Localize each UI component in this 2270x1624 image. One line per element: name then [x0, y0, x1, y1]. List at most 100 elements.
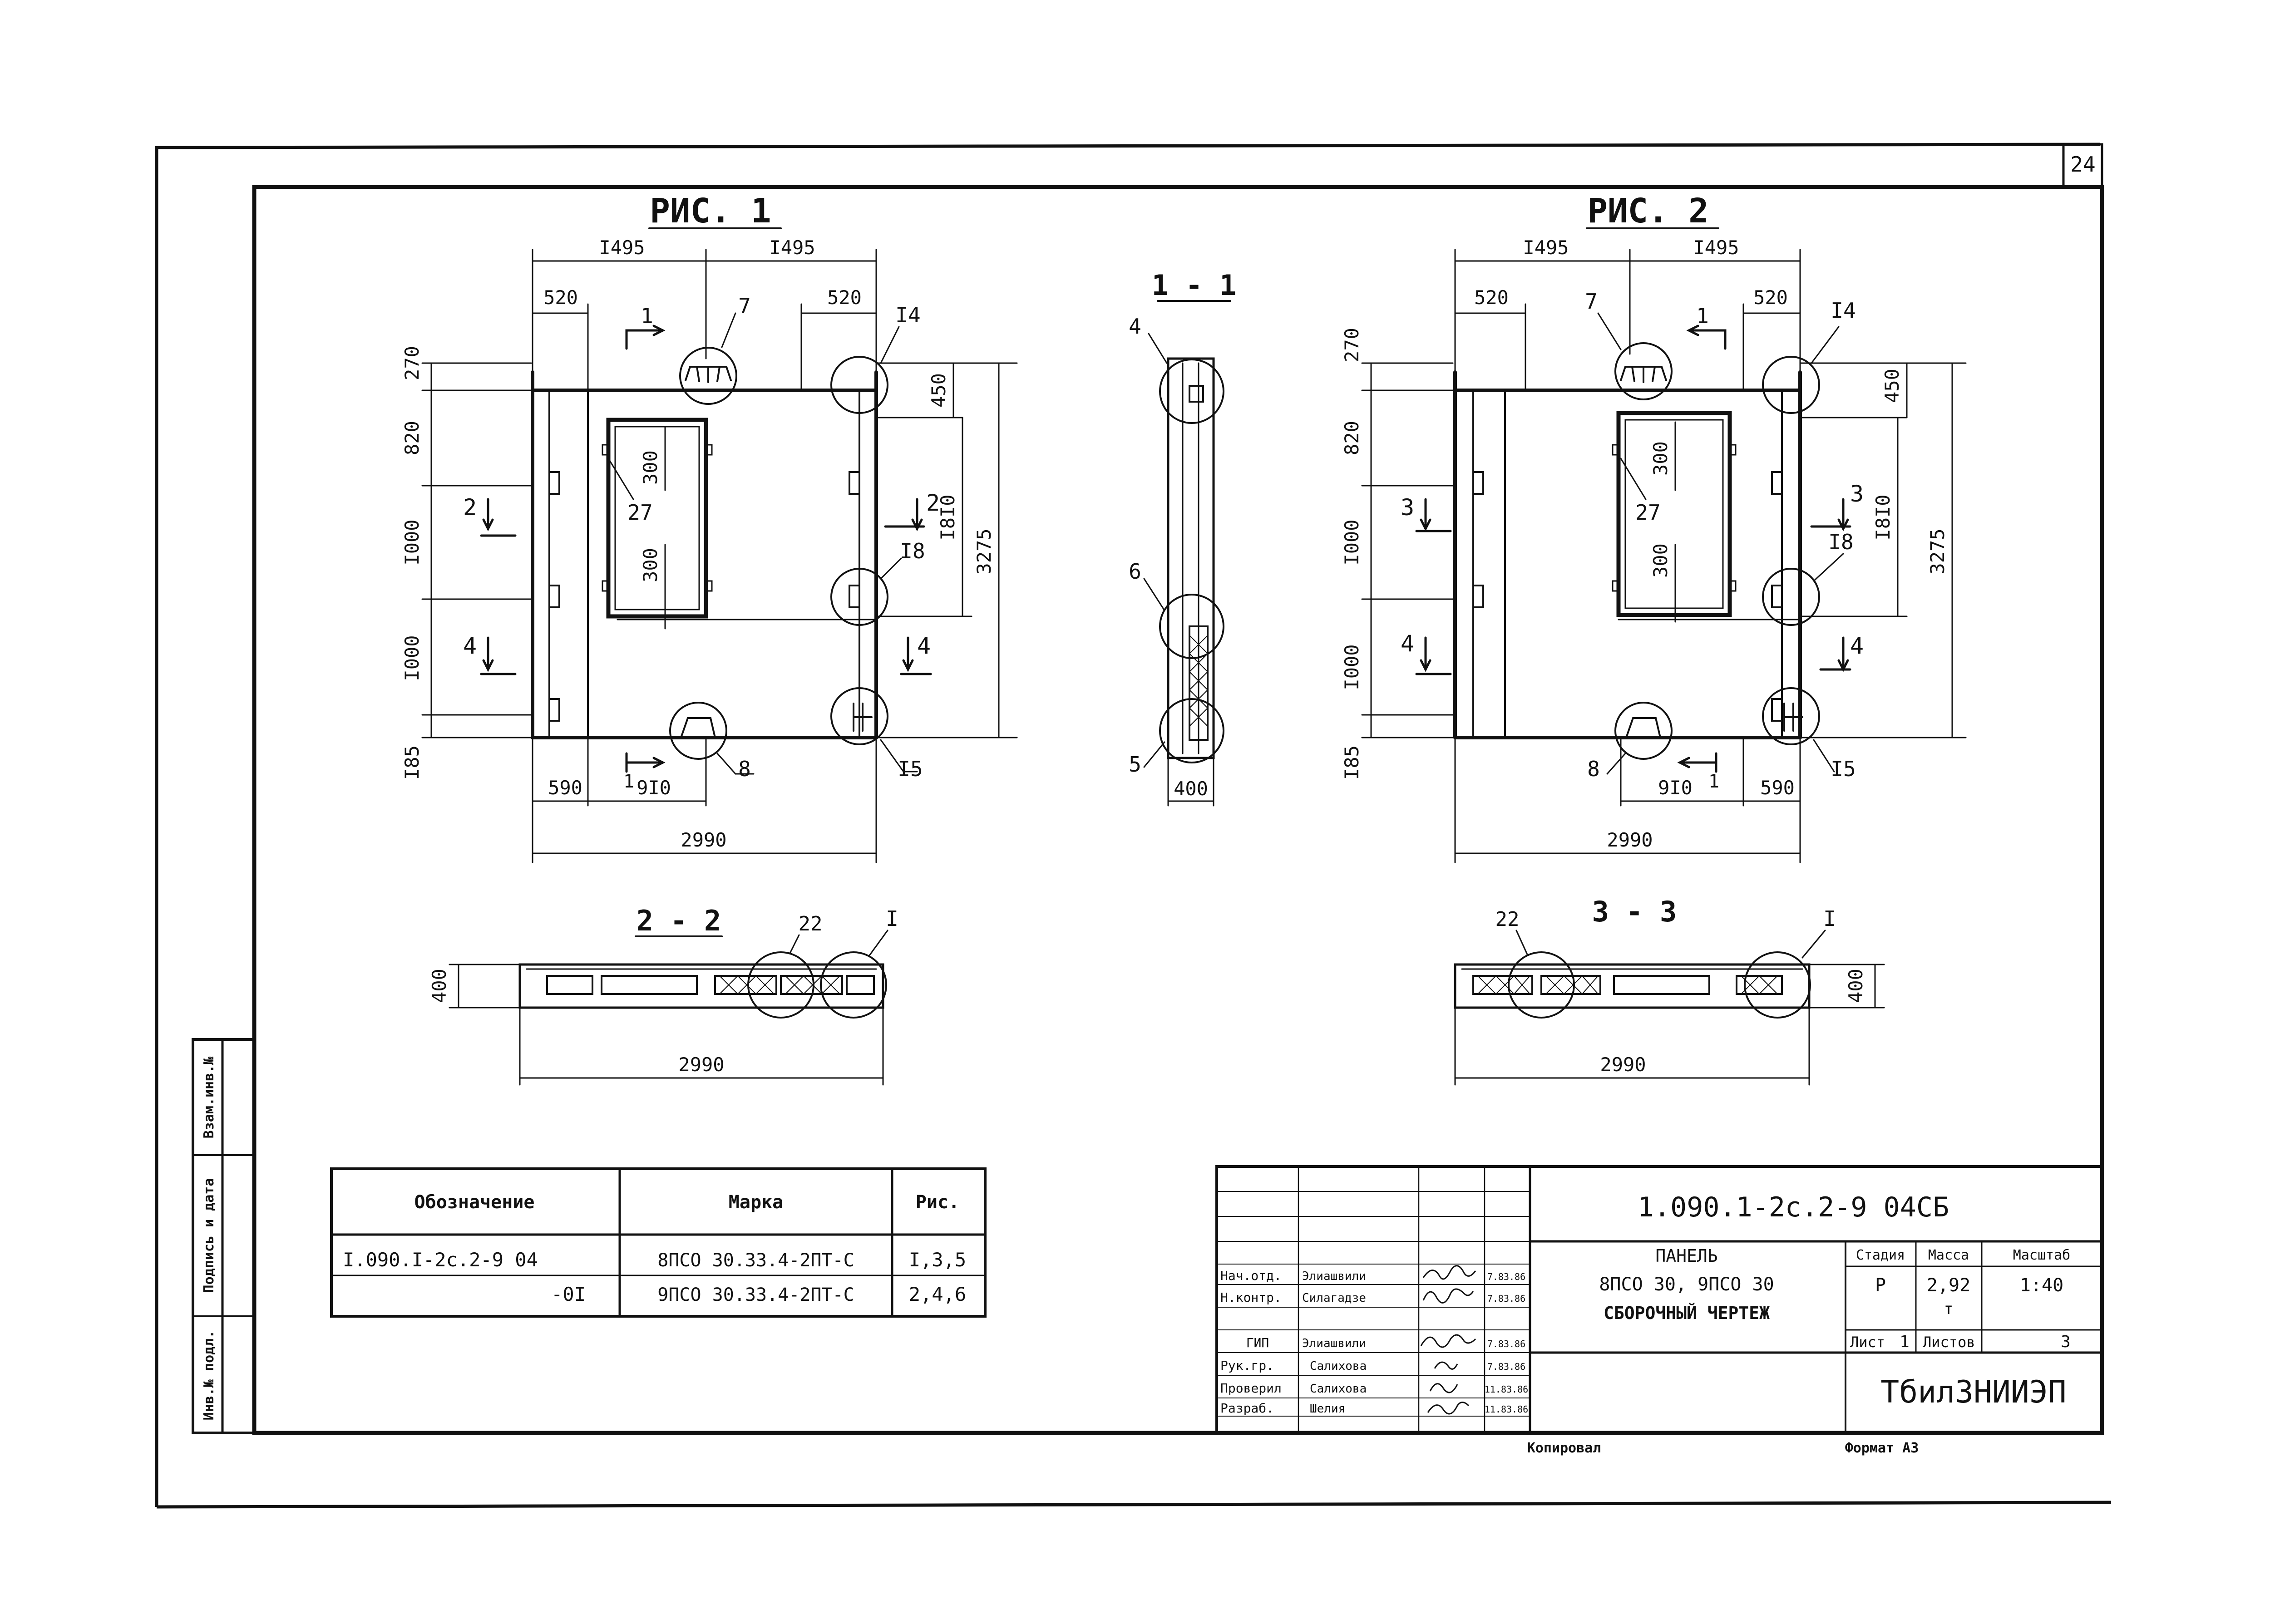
sig-date-2: 7.83.86 [1487, 1293, 1525, 1304]
scale-header: Масштаб [2013, 1247, 2070, 1263]
sig-name-4: Салихова [1310, 1359, 1367, 1373]
section-2-2-dim-400: 400 [428, 969, 450, 1003]
side-stamp-label-inv: Инв.№ подл. [201, 1330, 217, 1421]
title-line-3: СБОРОЧНЫЙ ЧЕРТЕЖ [1604, 1303, 1770, 1323]
fig2-dim-2990: 2990 [1607, 829, 1653, 851]
fig2-cut-3-right: 3 [1850, 481, 1864, 507]
fig2-dim-1810: I8I0 [1872, 494, 1894, 540]
section-2-2-title: 2 - 2 [637, 904, 721, 937]
section-1-1-dim-400: 400 [1174, 778, 1208, 800]
fig1-mark-8: 8 [738, 757, 751, 781]
fig1-mark-27: 27 [627, 500, 652, 525]
spec-row2-designation: -0I [551, 1283, 586, 1305]
spec-header-designation: Обозначение [415, 1192, 535, 1213]
sheet-value: 1 [1900, 1333, 1910, 1351]
fig1-dim-2990: 2990 [681, 829, 726, 851]
sig-date-3: 7.83.86 [1487, 1339, 1525, 1349]
fig2-dim-300-b: 300 [1649, 543, 1672, 578]
scale-value: 1:40 [2020, 1275, 2063, 1296]
organization-name: ТбилЗНИИЭП [1880, 1374, 2066, 1410]
spec-header-mark: Марка [729, 1192, 783, 1213]
section-3-3-mark-1: I [1823, 906, 1836, 931]
sig-name-1: Элиашвили [1302, 1270, 1366, 1283]
format-label: Формат А3 [1845, 1440, 1919, 1456]
fig2-mark-7: 7 [1585, 289, 1598, 314]
section-2-2-mark-1: I [886, 906, 898, 931]
sig-role-4: Рук.гр. [1220, 1358, 1274, 1373]
stage-value: Р [1875, 1275, 1886, 1296]
fig2-dimension-lines [1361, 249, 1967, 863]
fig1-cut-markers [480, 312, 932, 775]
sheets-label: Листов [1923, 1334, 1975, 1351]
fig2-mark-27: 27 [1635, 500, 1660, 525]
section-2-2: 2 - 2 22 I 400 2990 [428, 904, 898, 1086]
mass-unit: т [1944, 1300, 1953, 1318]
fig1-dim-top-right: I495 [769, 236, 815, 259]
fig1-dim-1810: I8I0 [937, 494, 959, 540]
title-block: 1.090.1-2с.2-9 04СБ ПАНЕЛЬ 8ПСО 30, 9ПСО… [1215, 1165, 2103, 1434]
spec-row1-designation: I.090.I-2с.2-9 04 [343, 1249, 538, 1271]
sheet-number: 24 [2070, 152, 2095, 177]
fig1-dim-300-b: 300 [639, 548, 661, 582]
fig1-cut-1-top: 1 [641, 304, 653, 328]
spec-row2-mark: 9ПСО 30.33.4-2ПТ-С [657, 1284, 854, 1305]
fig1-cut-2-right: 2 [926, 490, 940, 516]
sig-role-3: ГИП [1246, 1335, 1269, 1350]
fig1-dim-1000-b: I000 [401, 635, 423, 681]
sig-date-4: 7.83.86 [1487, 1361, 1525, 1372]
fig1-dim-270: 270 [401, 346, 423, 380]
fig2-cut-4-left: 4 [1401, 630, 1414, 657]
spec-row2-fig: 2,4,6 [909, 1283, 966, 1305]
fig1-dim-520-right: 520 [827, 286, 862, 309]
sig-role-5: Проверил [1220, 1381, 1282, 1396]
sig-name-6: Шелия [1310, 1402, 1345, 1416]
side-stamp-label-sign: Подпись и дата [201, 1178, 217, 1293]
fig2-dim-270: 270 [1341, 328, 1363, 362]
fig2-dim-top-right: I495 [1693, 236, 1739, 259]
fig2-mark-18: I8 [1828, 530, 1853, 554]
fig1-callout-circles [669, 347, 888, 760]
sig-date-1: 7.83.86 [1487, 1271, 1525, 1282]
section-2-2-dim-2990: 2990 [678, 1053, 724, 1076]
fig1-dim-1000-a: I000 [401, 519, 423, 565]
fig2-dim-450: 450 [1881, 369, 1903, 403]
fig2-dim-185: I85 [1341, 745, 1363, 780]
side-stamp: Инв.№ подл. Подпись и дата Взам.инв.№ [192, 1038, 256, 1434]
fig1-dim-185: I85 [401, 745, 423, 780]
figure-1: РИС. 1 [401, 192, 1018, 863]
side-stamp-label-replace: Взам.инв.№ [201, 1056, 217, 1139]
fig2-callout-circles [1614, 342, 1820, 760]
fig1-panel-outline [531, 370, 878, 739]
fig1-cut-4-right: 4 [917, 633, 931, 659]
fig2-cut-1-top: 1 [1696, 304, 1709, 328]
doc-code: 1.090.1-2с.2-9 04СБ [1638, 1191, 1949, 1223]
sig-name-3: Элиашвили [1302, 1337, 1366, 1350]
fig2-mark-8: 8 [1587, 757, 1600, 781]
sig-role-6: Разраб. [1220, 1401, 1274, 1416]
fig2-title: РИС. 2 [1587, 192, 1708, 231]
title-line-2: 8ПСО 30, 9ПСО 30 [1599, 1274, 1774, 1295]
fig1-mark-18: I8 [900, 539, 925, 563]
fig2-dim-1000-b: I000 [1341, 644, 1363, 690]
sig-role-2: Н.контр. [1220, 1290, 1282, 1305]
sig-name-5: Салихова [1310, 1382, 1367, 1396]
sig-name-2: Силагадзе [1302, 1291, 1366, 1305]
fig1-mark-14: I4 [895, 303, 920, 327]
section-3-3-dim-2990: 2990 [1600, 1053, 1646, 1076]
fig2-dim-820: 820 [1341, 421, 1363, 455]
stage-header: Стадия [1856, 1247, 1905, 1263]
fig1-dim-910: 9I0 [637, 777, 671, 799]
spec-header-fig: Рис. [916, 1192, 959, 1213]
fig1-dim-820: 820 [401, 421, 423, 455]
fig2-dim-590: 590 [1760, 777, 1795, 799]
fig2-cut-3-left: 3 [1401, 494, 1414, 521]
figure-2: РИС. 2 [1341, 192, 1967, 863]
sheets-value: 3 [2061, 1333, 2071, 1351]
fig1-dim-450: 450 [928, 373, 950, 408]
fig1-dimension-lines [421, 249, 1018, 863]
mass-header: Масса [1928, 1247, 1969, 1263]
section-2-2-mark-22: 22 [799, 912, 823, 935]
title-line-1: ПАНЕЛЬ [1655, 1246, 1717, 1266]
section-3-3: 3 - 3 22 I 400 2990 [1454, 895, 1885, 1086]
